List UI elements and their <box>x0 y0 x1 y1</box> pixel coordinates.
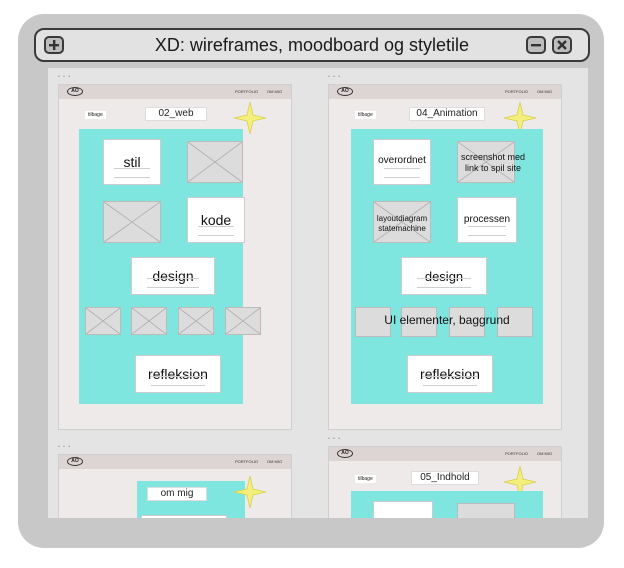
image-placeholder <box>85 307 121 335</box>
title-bar: XD: wireframes, moodboard og styletile <box>34 28 590 62</box>
card-label: processen <box>463 214 511 225</box>
plus-icon <box>49 40 59 50</box>
page-title: 04_Animation <box>409 107 485 121</box>
card-refleksion: refleksion <box>407 355 493 393</box>
logo: AO <box>67 87 83 96</box>
text-lines <box>384 168 420 178</box>
page-title: 02_web <box>145 107 207 121</box>
design-canvas[interactable]: ▫ ▫ ▫ AO PORTFOLIO OM MIG tilbage 02_web… <box>48 68 588 518</box>
back-link: tilbage <box>355 475 376 483</box>
image-placeholder <box>355 307 391 337</box>
logo: AO <box>337 449 353 458</box>
text-lines <box>417 278 471 288</box>
minimize-button[interactable] <box>526 36 546 54</box>
artboard-header: AO PORTFOLIO OM MIG <box>329 85 561 99</box>
artboard-om-mig[interactable]: AO PORTFOLIO OM MIG om mig <box>58 454 292 518</box>
card-label: design <box>424 269 464 284</box>
card-refleksion: refleksion <box>135 355 221 393</box>
nav-portfolio: PORTFOLIO <box>505 89 529 94</box>
nav-om-mig: OM MIG <box>267 89 283 94</box>
card-label: screenshot med link to spil site <box>460 152 526 173</box>
card-label: kode <box>200 212 232 228</box>
window-title: XD: wireframes, moodboard og styletile <box>154 35 470 55</box>
add-button[interactable] <box>44 36 64 54</box>
content-area: om mig <box>137 481 245 518</box>
artboard-header: AO PORTFOLIO OM MIG <box>59 85 291 99</box>
card-kode: kode <box>187 197 245 243</box>
artboard-header: AO PORTFOLIO OM MIG <box>329 447 561 461</box>
back-link: tilbage <box>85 111 106 119</box>
card-processen: processen <box>457 197 517 243</box>
image-placeholder <box>497 307 533 337</box>
image-placeholder <box>187 141 243 183</box>
text-lines <box>468 226 506 236</box>
image-placeholder <box>178 307 214 335</box>
content-card <box>373 501 433 518</box>
content-area <box>351 491 543 518</box>
ui-elements-label: UI elementer, baggrund <box>384 313 510 327</box>
card-label: layoutdiagram statemachine <box>376 214 428 233</box>
close-button[interactable] <box>552 36 572 54</box>
nav-om-mig: OM MIG <box>267 459 283 464</box>
back-link: tilbage <box>355 111 376 119</box>
image-placeholder <box>131 307 167 335</box>
image-placeholder <box>401 307 437 337</box>
card-overordnet: overordnet <box>373 139 431 185</box>
artboard-animation[interactable]: AO PORTFOLIO OM MIG tilbage 04_Animation… <box>328 84 562 430</box>
nav-om-mig: OM MIG <box>537 89 553 94</box>
nav-portfolio: PORTFOLIO <box>235 89 259 94</box>
artboard-label[interactable]: ▫ ▫ ▫ <box>58 74 72 80</box>
text-lines <box>114 168 150 178</box>
card-label: refleksion <box>420 366 480 382</box>
text-lines <box>146 278 200 288</box>
page-title: 05_Indhold <box>411 471 479 485</box>
image-placeholder <box>449 307 485 337</box>
artboard-header: AO PORTFOLIO OM MIG <box>59 455 291 469</box>
content-card <box>141 515 227 518</box>
nav-portfolio: PORTFOLIO <box>235 459 259 464</box>
logo: AO <box>337 87 353 96</box>
card-label: refleksion <box>148 366 208 382</box>
nav-om-mig: OM MIG <box>537 451 553 456</box>
minus-icon <box>531 44 541 47</box>
card-label: overordnet <box>378 155 426 166</box>
content-area: stil kode design <box>79 129 261 404</box>
artboard-web[interactable]: AO PORTFOLIO OM MIG tilbage 02_web stil … <box>58 84 292 430</box>
card-label: stil <box>123 154 141 170</box>
nav-portfolio: PORTFOLIO <box>505 451 529 456</box>
content-area: overordnet screenshot med link to spil s… <box>351 129 543 404</box>
image-placeholder: screenshot med link to spil site <box>457 141 525 183</box>
star-icon <box>233 475 267 509</box>
logo: AO <box>67 457 83 466</box>
image-placeholder <box>457 503 515 518</box>
artboard-indhold[interactable]: AO PORTFOLIO OM MIG tilbage 05_Indhold <box>328 446 562 518</box>
artboard-label[interactable]: ▫ ▫ ▫ <box>58 444 72 450</box>
card-stil: stil <box>103 139 161 185</box>
text-lines <box>151 376 205 386</box>
text-lines <box>198 226 234 236</box>
page-title: om mig <box>147 487 207 501</box>
image-placeholder: layoutdiagram statemachine <box>373 201 431 243</box>
image-placeholder <box>103 201 161 243</box>
text-lines <box>423 376 477 386</box>
card-design: design <box>401 257 487 295</box>
close-icon <box>557 40 567 50</box>
card-design: design <box>131 257 215 295</box>
image-placeholder <box>225 307 261 335</box>
star-icon <box>233 101 267 135</box>
artboard-label[interactable]: ▫ ▫ ▫ <box>328 436 342 442</box>
artboard-label[interactable]: ▫ ▫ ▫ <box>328 74 342 80</box>
card-label: design <box>152 268 194 284</box>
